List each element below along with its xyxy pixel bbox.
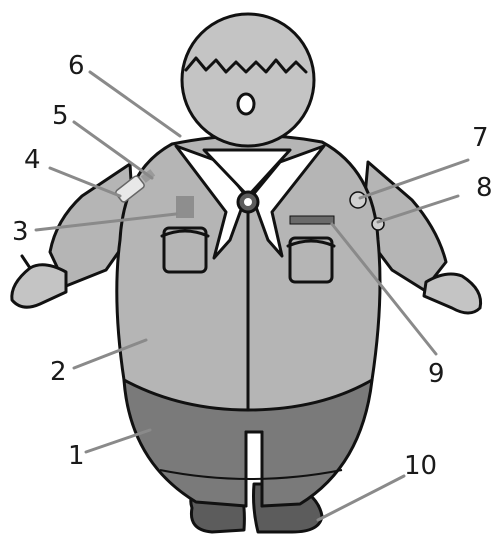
label-4: 4: [24, 145, 41, 175]
label-8: 8: [476, 173, 493, 203]
label-5: 5: [52, 101, 69, 131]
label-3: 3: [12, 217, 29, 247]
label-7: 7: [472, 123, 489, 153]
label-2: 2: [50, 357, 67, 387]
arm-badge-upper: [350, 192, 366, 208]
name-tape: [290, 216, 334, 224]
leader-line-6: [90, 72, 180, 136]
label-9: 9: [428, 359, 445, 389]
head: [182, 14, 314, 146]
chest-badge-left: [176, 196, 194, 218]
label-1: 1: [68, 441, 85, 471]
label-6: 6: [68, 51, 85, 81]
leader-line-5: [74, 122, 152, 178]
label-10: 10: [404, 451, 437, 481]
leader-line-10: [318, 476, 404, 520]
